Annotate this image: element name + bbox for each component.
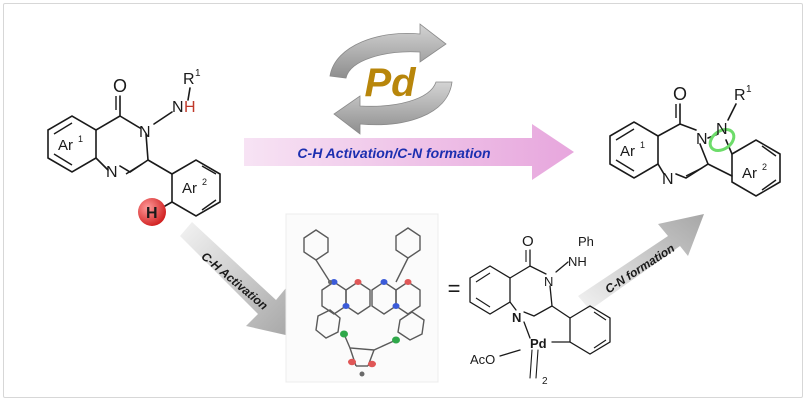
cycle-arrow-bottom [333,81,453,135]
product-structure: O N N R 1 N Ar 1 Ar 2 [609,84,781,197]
intermediate-carbonyl-o: O [522,233,534,250]
reactant-ring1-sup: 1 [78,134,83,144]
cn-bond-highlight [708,128,736,152]
lower-right-arrow-label: C-N formation [602,241,677,296]
catalytic-cycle: Pd [329,23,453,135]
lower-left-arrow-label: C-H Activation [199,249,271,313]
reactant-ring2-label: Ar [182,180,197,197]
main-arrow-label: C-H Activation/C-N formation [297,145,490,161]
intermediate-n-lower: N [512,310,521,325]
intermediate-sub2: 2 [542,376,548,387]
lower-right-arrow-shape [578,214,704,310]
reactant-r1-sup: 1 [195,68,201,79]
intermediate-structure: O Ph NH N N Pd AcO 2 [469,233,611,387]
reactant-n1: N [106,164,118,181]
product-n-ring: N [696,131,708,148]
intermediate-pd: Pd [530,336,547,351]
lower-left-arrow: C-H Activation [180,222,290,336]
catalyst-label: Pd [364,61,417,105]
main-arrow-shape [244,124,574,180]
lower-right-arrow: C-N formation [578,214,704,310]
reactant-structure: O N N H R 1 N Ar 1 Ar 2 H [47,68,221,226]
product-r1-sup: 1 [746,84,752,95]
cycle-arrow-top [329,23,447,79]
reactant-ch-h: H [146,205,158,222]
product-n-ring2: N [716,121,728,138]
intermediate-nh: NH [568,254,587,269]
reactant-n3: N [139,124,151,141]
intermediate-ph: Ph [578,234,594,249]
equals-sign: = [448,276,461,301]
product-ring1-sup: 1 [640,140,645,150]
intermediate-n-upper: N [544,274,553,289]
reactant-ring1-label: Ar [58,137,73,154]
product-r1-label: R [734,87,746,104]
reactant-carbonyl-o: O [113,76,127,96]
intermediate-aco: AcO [470,352,495,367]
product-ring2-label: Ar [742,165,757,182]
crystal-structure-image [285,213,439,383]
reactant-r1-label: R [183,71,195,88]
main-reaction-arrow: C-H Activation/C-N formation [244,124,574,180]
product-carbonyl-o: O [673,84,687,104]
product-n-bottom: N [662,171,674,188]
product-ring2-sup: 2 [762,162,767,172]
reactant-nh-h: H [184,99,196,116]
product-ring1-label: Ar [620,143,635,160]
lower-left-arrow-shape [180,222,290,336]
reactant-ring2-sup: 2 [202,177,207,187]
ch-bond-highlight [138,198,166,226]
reactant-nh-n: N [172,99,184,116]
